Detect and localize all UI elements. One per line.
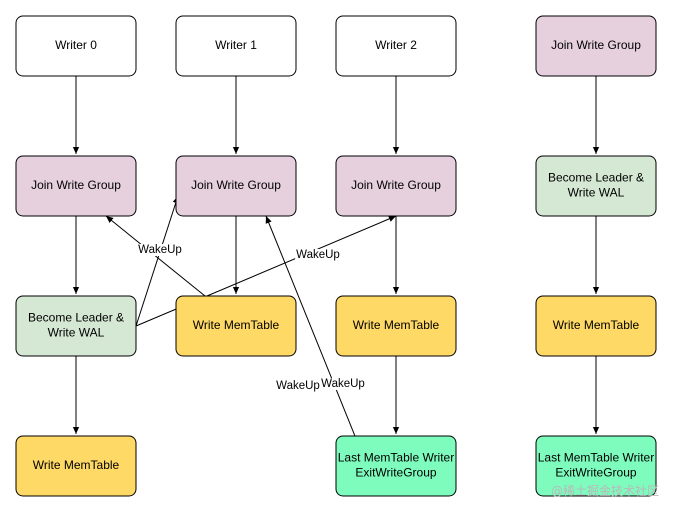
node-shape [335,295,457,357]
node-shape [335,155,457,217]
join-write-group-box: Join Write Group [535,15,657,77]
node-label: Writer 2 [375,38,417,52]
node-label: Join Write Group [191,178,281,192]
node-shape [15,295,137,357]
write-memtable-box: Write MemTable [535,295,657,357]
writer-1-box: Writer 1 [175,15,297,77]
node-label: Join Write Group [31,178,121,192]
edge-label-background [320,378,366,391]
become-leader-write-wal-box: Become Leader &Write WAL [535,155,657,217]
node-label: Write MemTable [353,318,440,332]
node-shape [175,15,297,77]
wakeup-label: WakeUp [296,249,340,261]
wakeup-arrow [135,195,179,327]
node-label: Write MemTable [553,318,640,332]
node-label: Writer 0 [55,38,97,52]
writer-2-box: Writer 2 [335,15,457,77]
write-memtable-box: Write MemTable [335,295,457,357]
node-shape [15,155,137,217]
wakeup-label: WakeUp [321,378,365,390]
node-shape [175,295,297,357]
node-label: Write MemTable [33,458,120,472]
node-shape [535,155,657,217]
wakeup-label: WakeUp [276,380,320,392]
node-shape [335,15,457,77]
node-shape [15,15,137,77]
watermark-text: @稀土掘金技术社区 [550,484,659,498]
node-label: Join Write Group [551,38,641,52]
write-memtable-box: Write MemTable [15,435,137,497]
node-label: Join Write Group [351,178,441,192]
node-label: Write WAL [568,186,625,200]
edge-label-background [137,244,183,257]
node-label: Last MemTable Writer [338,451,454,465]
writer-0-box: Writer 0 [15,15,137,77]
node-label: Write MemTable [193,318,280,332]
node-label: ExitWriteGroup [355,466,436,480]
wakeup-arrow [265,215,356,437]
node-shape [335,435,457,497]
node-label: Become Leader & [548,171,644,185]
node-label: Write WAL [48,326,105,340]
node-label: Last MemTable Writer [538,451,654,465]
edge-label-background [295,249,341,262]
edge-label-background [275,380,321,393]
wakeup-label: WakeUp [138,244,182,256]
node-shape [15,435,137,497]
write-memtable-box: Write MemTable [175,295,297,357]
join-write-group-box: Join Write Group [15,155,137,217]
node-label: Become Leader & [28,311,124,325]
node-label: Writer 1 [215,38,257,52]
become-leader-write-wal-box: Become Leader &Write WAL [15,295,137,357]
node-shape [535,295,657,357]
node-label: ExitWriteGroup [555,466,636,480]
node-shape [175,155,297,217]
join-write-group-box: Join Write Group [175,155,297,217]
node-shape [535,435,657,497]
join-write-group-box: Join Write Group [335,155,457,217]
node-shape [535,15,657,77]
